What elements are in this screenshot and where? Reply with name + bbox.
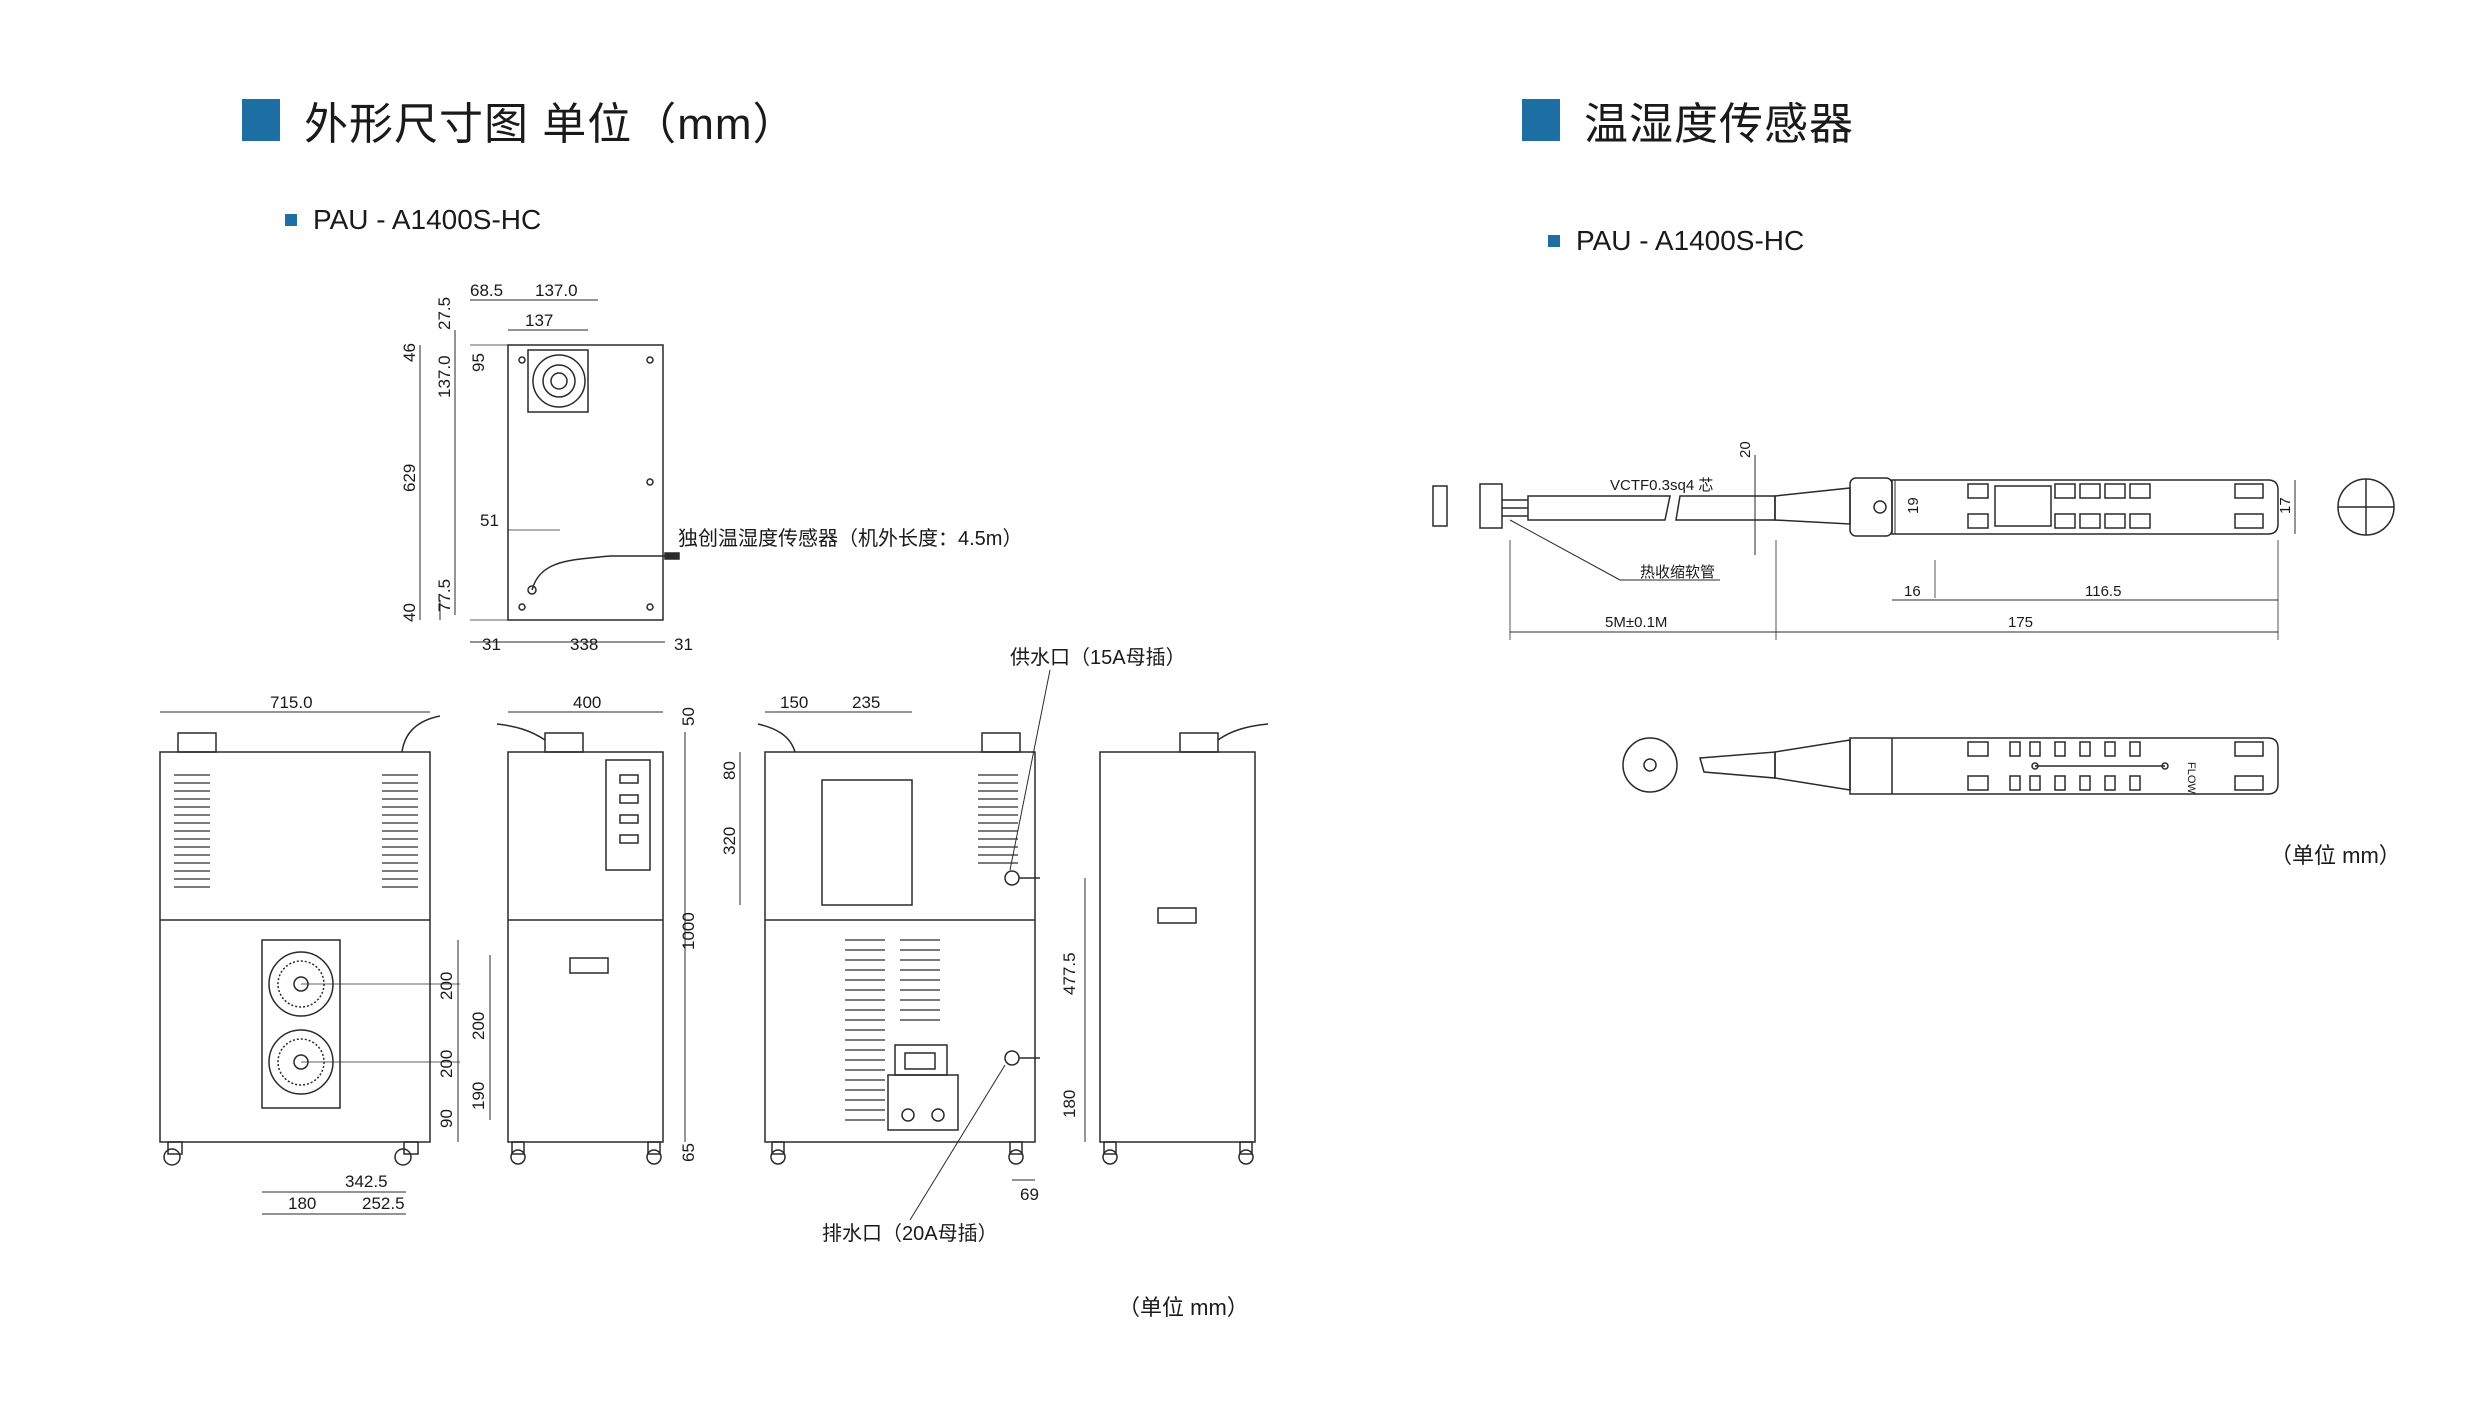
dim-342-5: 342.5: [345, 1172, 388, 1191]
dim-sensor-16: 16: [1904, 583, 1921, 600]
dim-sensor-17: 17: [2277, 497, 2294, 514]
section-marker-icon: [1522, 99, 1560, 141]
right-model-name: PAU - A1400S-HC: [1576, 225, 1805, 256]
flow-label: FLOW: [2185, 762, 2197, 794]
dim-200-b: 200: [469, 1012, 488, 1040]
left-unit-note: （单位 mm）: [1118, 1295, 1249, 1320]
left-section-title: 外形尺寸图 单位（mm）: [304, 100, 798, 149]
right-unit-note: （单位 mm）: [2270, 843, 2401, 868]
dim-190: 190: [469, 1082, 488, 1110]
dim-235: 235: [852, 693, 880, 712]
dim-50: 50: [679, 707, 698, 726]
right-view-drawing: [1099, 723, 1269, 1165]
dim-69: 69: [1020, 1185, 1039, 1204]
dim-95: 95: [469, 353, 488, 372]
dim-77-5: 77.5: [435, 579, 454, 612]
dim-200-a: 200: [437, 972, 456, 1000]
dim-180: 180: [288, 1194, 316, 1213]
cable-spec-label: VCTF0.3sq4 芯: [1610, 477, 1713, 494]
bullet-icon: [1548, 235, 1560, 247]
dim-40: 40: [400, 603, 419, 622]
dim-sensor-20: 20: [1737, 441, 1754, 458]
dim-150: 150: [780, 693, 808, 712]
dim-51: 51: [480, 511, 499, 530]
right-section-title: 温湿度传感器: [1584, 100, 1854, 149]
dim-715: 715.0: [270, 693, 313, 712]
dim-252-5: 252.5: [362, 1194, 405, 1213]
dim-65: 65: [679, 1143, 698, 1162]
dim-sensor-116-5: 116.5: [2085, 583, 2121, 600]
tube-label: 热收缩软管: [1640, 564, 1715, 581]
left-section-header: 外形尺寸图 单位（mm）: [242, 88, 798, 152]
dim-137: 137: [525, 311, 553, 330]
side-view-drawing: [496, 711, 686, 1165]
left-model-line: PAU - A1400S-HC: [285, 204, 541, 236]
dim-sensor-5m: 5M±0.1M: [1605, 614, 1667, 631]
dim-1000: 1000: [679, 912, 698, 950]
dim-320: 320: [720, 827, 739, 855]
dim-200-c: 200: [437, 1050, 456, 1078]
left-model-name: PAU - A1400S-HC: [313, 204, 542, 235]
dim-338: 338: [570, 635, 598, 654]
sensor-callout: 独创温湿度传感器（机外长度：4.5m）: [678, 527, 1022, 550]
back-view-drawing: [739, 669, 1086, 1221]
bullet-icon: [285, 214, 297, 226]
section-marker-icon: [242, 99, 280, 141]
dim-477-5: 477.5: [1060, 952, 1079, 995]
dim-180-back: 180: [1060, 1090, 1079, 1118]
dim-31-right: 31: [674, 635, 693, 654]
dim-90: 90: [437, 1109, 456, 1128]
drain-port-label: 排水口（20A母插）: [822, 1222, 998, 1245]
dim-46: 46: [400, 343, 419, 362]
dim-137-0-vertical: 137.0: [435, 355, 454, 398]
dim-400: 400: [573, 693, 601, 712]
dim-sensor-175: 175: [2008, 614, 2033, 631]
dim-27-5: 27.5: [435, 297, 454, 330]
dim-629: 629: [400, 464, 419, 492]
dim-31-left: 31: [482, 635, 501, 654]
sensor-drawing: [1432, 455, 2395, 640]
top-view-drawing: [419, 299, 680, 643]
sensor-side-drawing: [1622, 737, 2279, 795]
dim-137-0: 137.0: [535, 281, 578, 300]
supply-port-label: 供水口（15A母插）: [1010, 646, 1186, 669]
dim-80: 80: [720, 761, 739, 780]
front-view-drawing: [159, 711, 491, 1215]
right-model-line: PAU - A1400S-HC: [1548, 225, 1804, 257]
right-section-header: 温湿度传感器: [1522, 88, 1854, 152]
dim-68-5: 68.5: [470, 281, 503, 300]
dim-sensor-19: 19: [1905, 497, 1922, 514]
